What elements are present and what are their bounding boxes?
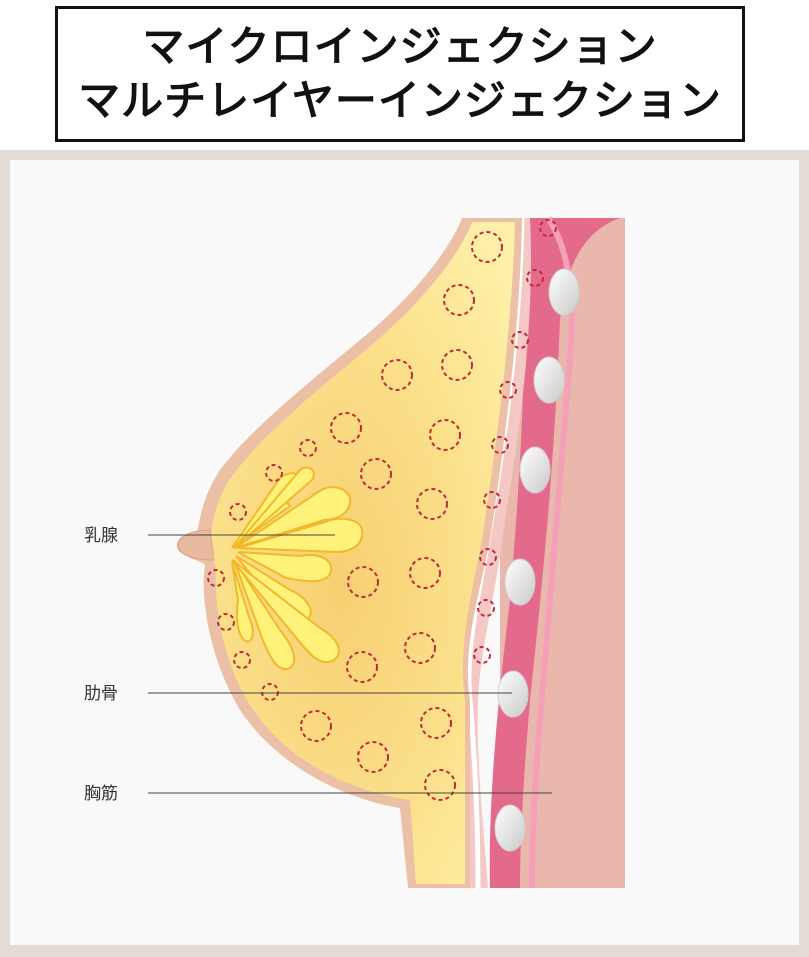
nipple [177, 529, 215, 561]
title-box: マイクロインジェクション マルチレイヤーインジェクション [55, 6, 745, 142]
pectoral-muscle-band [489, 218, 620, 888]
breast-fat [196, 222, 516, 884]
rib [504, 558, 536, 606]
mammary-gland [231, 466, 364, 670]
rib [533, 356, 565, 404]
injection-points [207, 219, 557, 801]
title-line-1: マイクロインジェクション [142, 22, 658, 71]
rib [519, 446, 551, 494]
ribs [494, 268, 580, 852]
label-pectoral-muscle: 胸筋 [84, 784, 118, 804]
label-mammary-gland: 乳腺 [84, 526, 118, 546]
rib [497, 670, 529, 718]
rib [548, 268, 580, 316]
label-rib: 肋骨 [84, 684, 118, 704]
rib [494, 804, 526, 852]
title-line-2: マルチレイヤーインジェクション [78, 76, 722, 125]
